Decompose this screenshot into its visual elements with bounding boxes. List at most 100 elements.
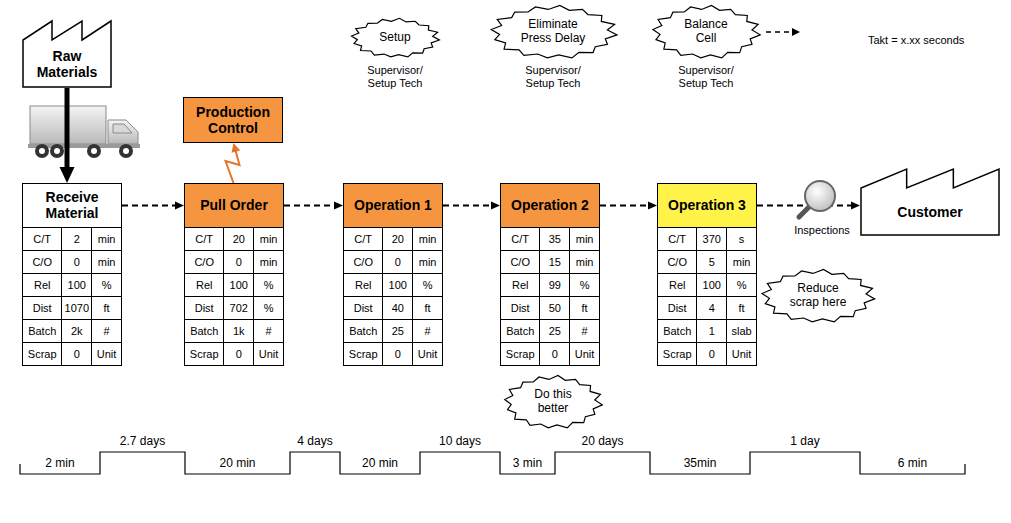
data-cell: C/T xyxy=(658,228,696,250)
timeline-value: 20 min xyxy=(219,457,255,471)
data-cell: % xyxy=(92,274,121,296)
arrow-head xyxy=(60,167,75,183)
process-header: Operation 1 xyxy=(343,183,443,228)
arrow-head xyxy=(648,202,657,210)
material-flow xyxy=(122,202,184,210)
data-cell: % xyxy=(570,274,599,296)
factory-icon: Raw Materials xyxy=(22,20,112,88)
data-cell: Dist xyxy=(344,297,382,319)
burst-shape xyxy=(505,375,603,428)
process-title: Pull Order xyxy=(200,198,268,213)
data-cell: 0 xyxy=(62,343,91,365)
data-cell: 0 xyxy=(383,343,412,365)
data-cell: 100 xyxy=(697,274,726,296)
timeline-value: 3 min xyxy=(513,457,542,471)
timeline-value: 6 min xyxy=(898,457,927,471)
data-cell: 50 xyxy=(540,297,569,319)
factory-outline xyxy=(860,168,1000,236)
timeline-value: 20 min xyxy=(362,457,398,471)
burst-shape xyxy=(653,5,760,58)
data-cell: Scrap xyxy=(501,343,539,365)
data-cell: 2 xyxy=(62,228,91,250)
data-cell: C/T xyxy=(344,228,382,250)
connector-line xyxy=(122,205,176,207)
data-cell: Scrap xyxy=(23,343,61,365)
node-label: Setup xyxy=(379,31,410,45)
data-cell: s xyxy=(727,228,756,250)
timeline-value: 20 days xyxy=(581,435,623,449)
timeline xyxy=(20,452,965,474)
data-cell: min xyxy=(570,228,599,250)
data-cell: slab xyxy=(727,320,756,342)
data-cell: Scrap xyxy=(185,343,223,365)
data-cell: min xyxy=(570,251,599,273)
data-cell: ft xyxy=(727,297,756,319)
factory-shape xyxy=(23,21,111,87)
process-title: Operation 1 xyxy=(354,198,432,213)
data-cell: C/O xyxy=(23,251,61,273)
node-label: Balance Cell xyxy=(678,18,734,46)
data-table: C/T20minC/O0minRel100%Dist702%Batch1k#Sc… xyxy=(184,228,284,366)
connector-line xyxy=(757,205,852,207)
process-title: Operation 3 xyxy=(668,198,746,213)
arrow-head xyxy=(334,202,343,210)
data-cell: min xyxy=(92,228,121,250)
burst-shape xyxy=(491,5,617,58)
data-cell: Rel xyxy=(23,274,61,296)
data-table: C/T20minC/O0minRel100%Dist40ftBatch25#Sc… xyxy=(343,228,443,366)
data-cell: 702 xyxy=(224,297,253,319)
data-cell: 100 xyxy=(62,274,91,296)
connector-line xyxy=(284,205,335,207)
data-cell: 5 xyxy=(697,251,726,273)
data-cell: 1 xyxy=(697,320,726,342)
data-cell: 1070 xyxy=(62,297,91,319)
data-cell: 1k xyxy=(224,320,253,342)
data-cell: Dist xyxy=(501,297,539,319)
data-cell: ft xyxy=(570,297,599,319)
data-cell: Unit xyxy=(413,343,442,365)
data-cell: Scrap xyxy=(658,343,696,365)
node-label: Reduce scrap here xyxy=(786,282,850,310)
data-cell: Dist xyxy=(23,297,61,319)
kaizen-burst: Reduce scrap here xyxy=(760,269,876,323)
timeline-value: 2.7 days xyxy=(120,435,165,449)
process-header: Operation 3 xyxy=(657,183,757,228)
data-cell: min xyxy=(92,251,121,273)
data-cell: C/T xyxy=(185,228,223,250)
data-cell: 0 xyxy=(224,343,253,365)
process-header: Receive Material xyxy=(22,183,122,228)
timeline-value: 2 min xyxy=(45,457,74,471)
data-cell: # xyxy=(92,320,121,342)
connector-line xyxy=(65,88,70,168)
data-cell: min xyxy=(413,251,442,273)
data-cell: C/T xyxy=(23,228,61,250)
data-cell: Unit xyxy=(254,343,283,365)
data-cell: 40 xyxy=(383,297,412,319)
process-box: Operation 1C/T20minC/O0minRel100%Dist40f… xyxy=(343,183,443,366)
arrow-head xyxy=(232,143,241,153)
data-cell: 25 xyxy=(540,320,569,342)
data-cell: 0 xyxy=(224,251,253,273)
factory-icon: Customer xyxy=(860,168,1000,236)
process-box: Operation 3C/T370sC/O5minRel100%Dist4ftB… xyxy=(657,183,757,366)
data-cell: C/O xyxy=(658,251,696,273)
data-cell: # xyxy=(254,320,283,342)
magnifier-icon xyxy=(799,181,835,217)
data-cell: 0 xyxy=(697,343,726,365)
node-label: Raw Materials xyxy=(29,48,105,80)
data-cell: min xyxy=(413,228,442,250)
truck xyxy=(28,106,140,158)
material-flow xyxy=(443,202,500,210)
role-label: Supervisor/ Setup Tech xyxy=(355,64,435,89)
takt-label: Takt = x.xx seconds xyxy=(868,34,964,47)
process-title: Receive Material xyxy=(27,190,117,221)
data-cell: C/O xyxy=(344,251,382,273)
data-cell: ft xyxy=(92,297,121,319)
data-cell: C/T xyxy=(501,228,539,250)
information-flow xyxy=(226,143,241,183)
inspection-label: Inspections xyxy=(794,224,850,237)
kaizen-burst: Do this better xyxy=(503,375,603,429)
data-cell: Unit xyxy=(92,343,121,365)
burst-text: Balance Cell xyxy=(678,18,734,46)
data-cell: 99 xyxy=(540,274,569,296)
